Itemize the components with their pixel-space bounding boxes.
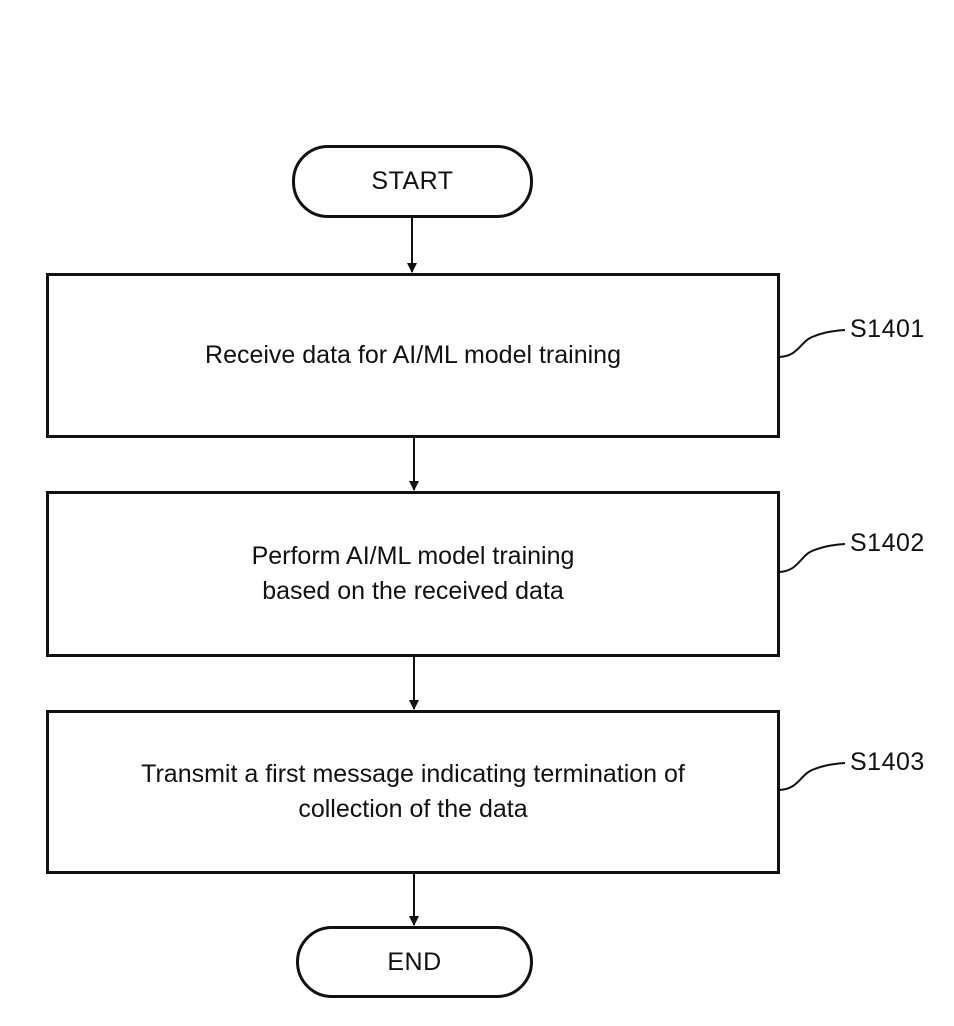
step-box-s1401: Receive data for AI/ML model training bbox=[46, 273, 780, 438]
end-terminal: END bbox=[296, 926, 533, 998]
step-ref-s1402: S1402 bbox=[850, 529, 925, 558]
step-ref-s1401: S1401 bbox=[850, 315, 925, 344]
start-label: START bbox=[371, 167, 453, 196]
step-ref-s1403: S1403 bbox=[850, 748, 925, 777]
step-s1403-line-1: Transmit a first message indicating term… bbox=[141, 757, 685, 792]
step-s1402-line-1: Perform AI/ML model training bbox=[252, 539, 575, 574]
step-s1403-line-2: collection of the data bbox=[298, 792, 527, 827]
leader-s1401 bbox=[778, 330, 845, 357]
leader-s1402 bbox=[778, 544, 845, 572]
step-box-s1402: Perform AI/ML model training based on th… bbox=[46, 491, 780, 657]
end-label: END bbox=[387, 948, 441, 977]
leader-s1403 bbox=[778, 763, 845, 790]
step-s1401-line-1: Receive data for AI/ML model training bbox=[205, 338, 621, 373]
step-box-s1403: Transmit a first message indicating term… bbox=[46, 710, 780, 874]
step-s1402-line-2: based on the received data bbox=[262, 574, 564, 609]
start-terminal: START bbox=[292, 145, 533, 218]
